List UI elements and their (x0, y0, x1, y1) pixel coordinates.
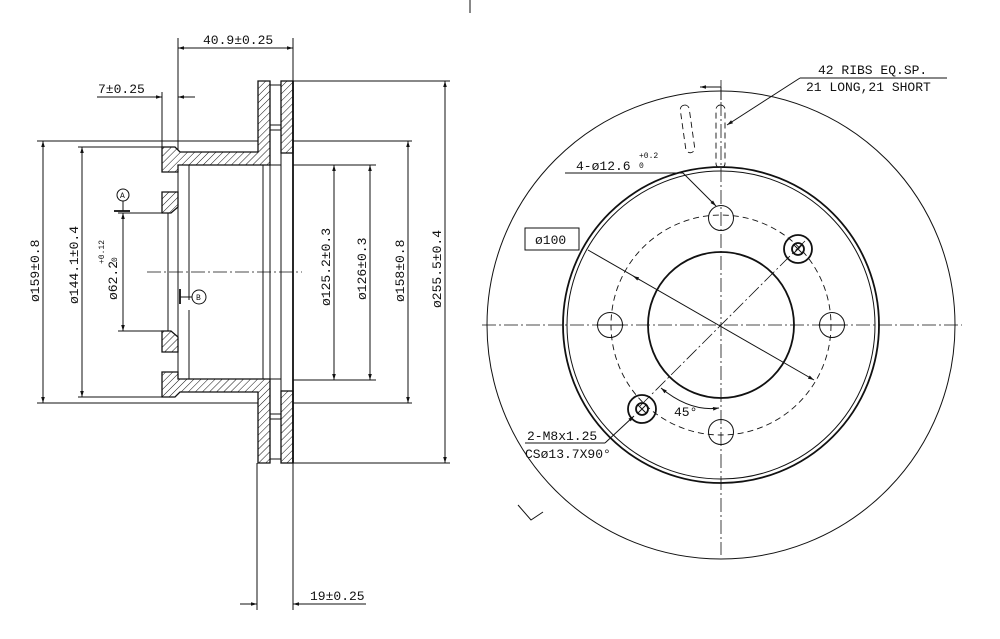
svg-text:0: 0 (639, 162, 644, 171)
datum-a: A (114, 188, 130, 212)
svg-text:ø62.2: ø62.2 (106, 261, 121, 300)
dim-friction-inner: ø158±0.8 (293, 140, 412, 404)
svg-text:ø144.1±0.4: ø144.1±0.4 (67, 226, 82, 304)
svg-text:A: A (120, 192, 125, 201)
ribs-note: 42 RIBS EQ.SP. 21 LONG,21 SHORT (726, 63, 947, 126)
dim-inner-b: ø126±0.3 (355, 165, 372, 380)
section-arrow (700, 85, 722, 100)
dim-total-height: 40.9±0.25 (177, 33, 294, 150)
pcd-note: ø100 (524, 227, 815, 381)
svg-text:ø255.5±0.4: ø255.5±0.4 (430, 230, 445, 308)
svg-text:ø100: ø100 (535, 233, 566, 248)
dim-flange-thickness: 7±0.25 (97, 82, 195, 147)
svg-text:ø125.2±0.3: ø125.2±0.3 (319, 228, 334, 306)
svg-text:ø159±0.8: ø159±0.8 (28, 240, 43, 302)
surface-finish-mark (517, 504, 544, 521)
dim-inner-a: ø125.2±0.3 (293, 164, 376, 381)
section-body (147, 80, 302, 464)
svg-text:42 RIBS EQ.SP.: 42 RIBS EQ.SP. (818, 63, 927, 78)
dim-hat-inner: ø144.1±0.4 (67, 146, 162, 398)
section-view: 40.9±0.25 7±0.25 ø159±0.8 ø144.1±0.4 ø62… (28, 33, 450, 610)
svg-text:ø158±0.8: ø158±0.8 (393, 240, 408, 302)
ribs (679, 104, 726, 169)
svg-text:2-M8x1.25: 2-M8x1.25 (527, 429, 597, 444)
bolt-holes-note: 4-ø12.6 +0.2 0 (565, 152, 717, 207)
svg-text:21 LONG,21 SHORT: 21 LONG,21 SHORT (806, 80, 931, 95)
dim-hat-outer: ø159±0.8 (28, 140, 258, 404)
angle-note: 45° (660, 387, 720, 420)
threads-note: 2-M8x1.25 CSø13.7X90° (525, 415, 635, 462)
svg-text:CSø13.7X90°: CSø13.7X90° (525, 447, 611, 462)
datum-b: B (179, 289, 207, 305)
bolt-holes (596, 205, 846, 445)
svg-text:40.9±0.25: 40.9±0.25 (203, 33, 273, 48)
front-view: 42 RIBS EQ.SP. 21 LONG,21 SHORT 4-ø12.6 … (482, 63, 962, 560)
svg-text:B: B (196, 294, 201, 303)
svg-text:+0.2: +0.2 (639, 152, 658, 161)
svg-text:0: 0 (111, 257, 120, 262)
dim-outer: ø255.5±0.4 (293, 80, 450, 464)
svg-text:+0.12: +0.12 (98, 240, 107, 264)
svg-text:19±0.25: 19±0.25 (310, 589, 365, 604)
svg-text:45°: 45° (674, 405, 697, 420)
svg-text:ø126±0.3: ø126±0.3 (355, 238, 370, 300)
dim-bore: ø62.2 +0.12 0 (98, 212, 170, 332)
svg-text:4-ø12.6: 4-ø12.6 (576, 159, 631, 174)
dim-disc-thickness: 19±0.25 (240, 463, 366, 610)
threaded-holes (627, 234, 813, 424)
svg-text:7±0.25: 7±0.25 (98, 82, 145, 97)
